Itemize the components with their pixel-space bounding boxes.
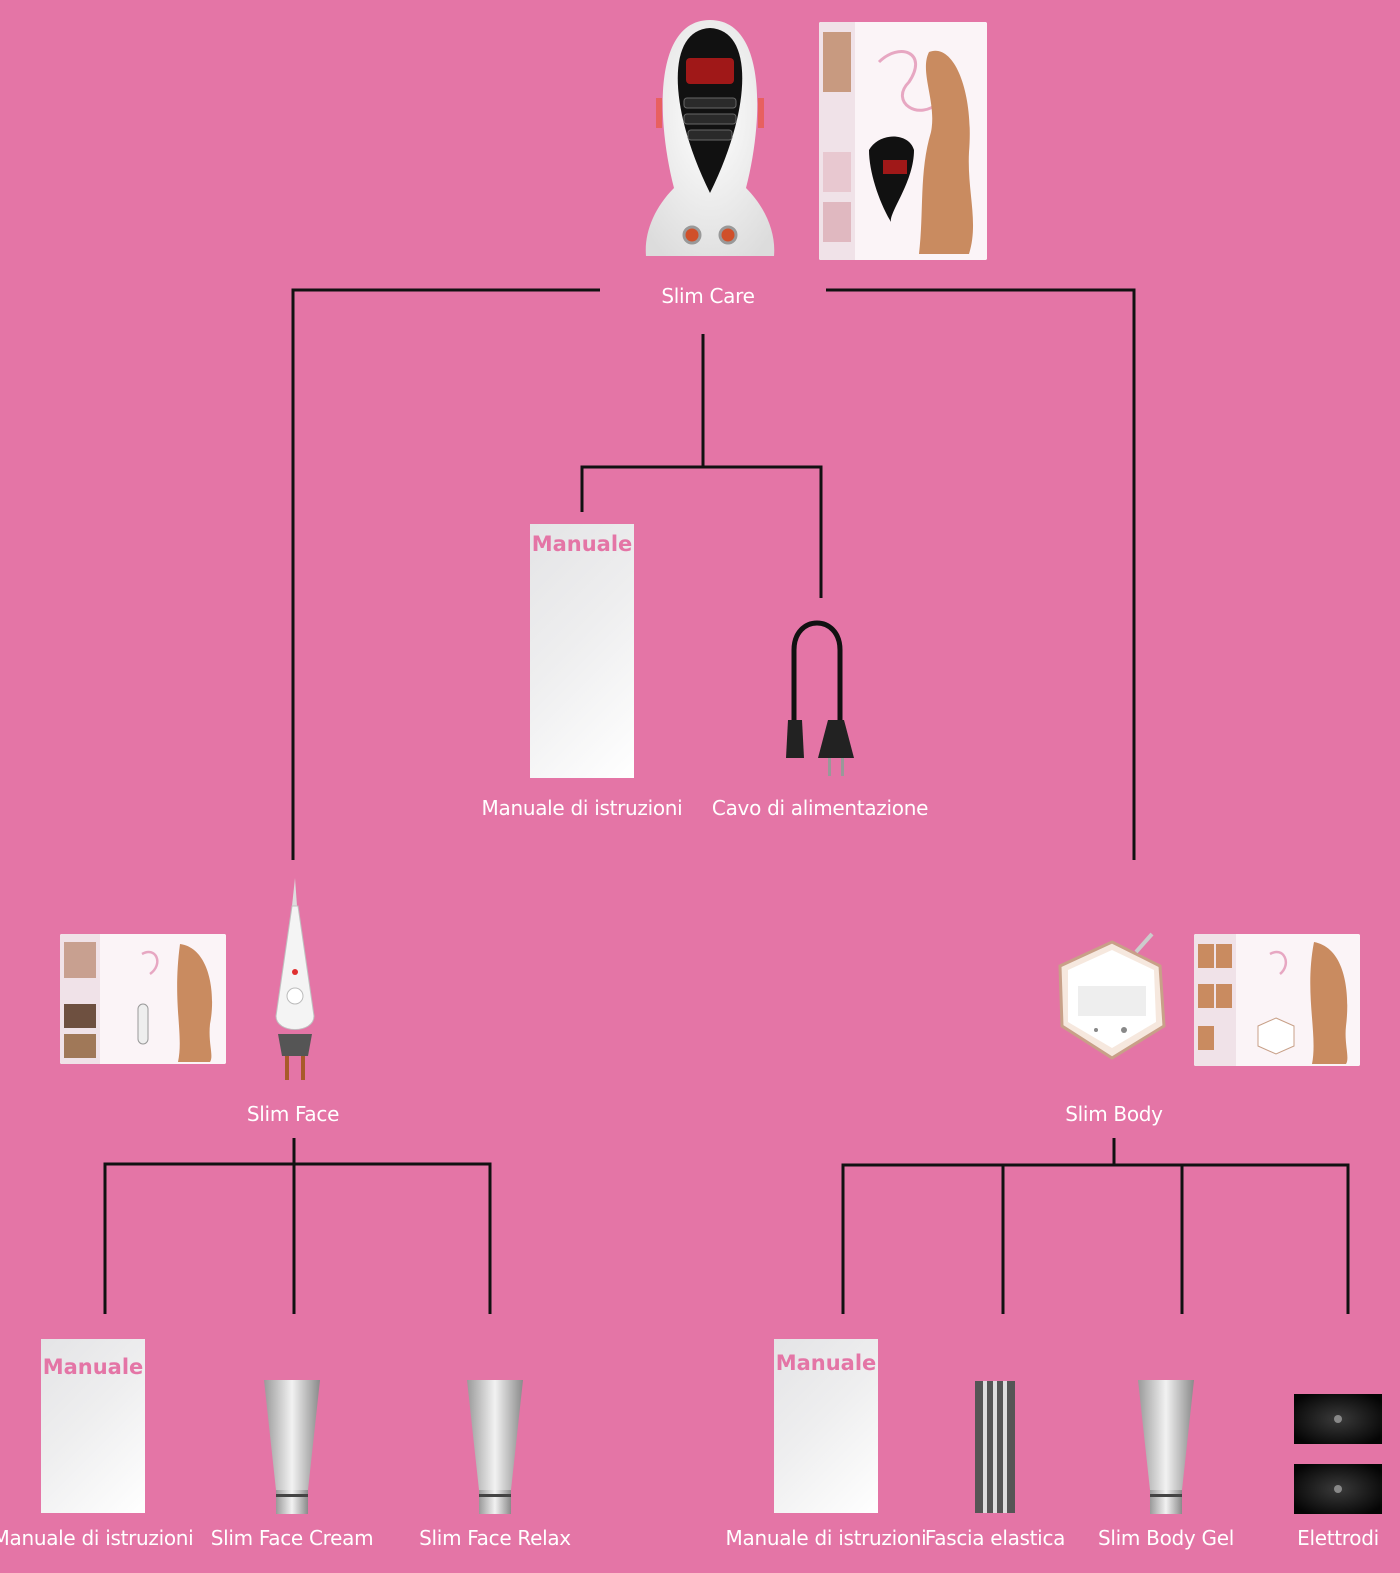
slim-care-box-image <box>819 22 987 260</box>
connector-face-accessories <box>105 1138 490 1314</box>
elastic-band-icon <box>975 1381 1015 1513</box>
slim-face-device-image <box>270 876 320 1086</box>
root-label: Slim Care <box>661 284 754 308</box>
face-accessory-label-2: Slim Face Relax <box>419 1526 571 1550</box>
body-label: Slim Body <box>1065 1102 1162 1126</box>
slim-face-box-image <box>60 934 226 1064</box>
body-accessory-label-0: Manuale di istruzioni <box>726 1526 927 1550</box>
connector-body-accessories <box>843 1138 1348 1314</box>
slim-body-box-image <box>1194 934 1360 1066</box>
face-label: Slim Face <box>247 1102 339 1126</box>
face-cream-tube-icon <box>262 1378 322 1514</box>
body-manual-image: Manuale <box>774 1339 878 1513</box>
face-relax-tube-icon <box>465 1378 525 1514</box>
root-accessory-label-1: Cavo di alimentazione <box>712 796 928 820</box>
body-gel-tube-icon <box>1136 1378 1196 1514</box>
face-accessory-label-0: Manuale di istruzioni <box>0 1526 193 1550</box>
slim-body-device-image <box>1056 930 1168 1062</box>
body-accessory-label-2: Slim Body Gel <box>1098 1526 1234 1550</box>
body-accessory-label-1: Fascia elastica <box>925 1526 1065 1550</box>
slim-care-device-image <box>636 18 784 262</box>
body-accessory-label-3: Elettrodi <box>1297 1526 1379 1550</box>
root-manual-image: Manuale <box>530 524 634 778</box>
face-accessory-label-1: Slim Face Cream <box>211 1526 374 1550</box>
connector-root-body <box>826 290 1134 860</box>
manual-badge: Manuale <box>774 1351 878 1375</box>
face-manual-image: Manuale <box>41 1339 145 1513</box>
electrode-icon <box>1294 1394 1382 1514</box>
manual-badge: Manuale <box>41 1355 145 1379</box>
manual-badge: Manuale <box>530 532 634 556</box>
power-cable-icon <box>780 620 860 780</box>
root-accessory-label-0: Manuale di istruzioni <box>482 796 683 820</box>
